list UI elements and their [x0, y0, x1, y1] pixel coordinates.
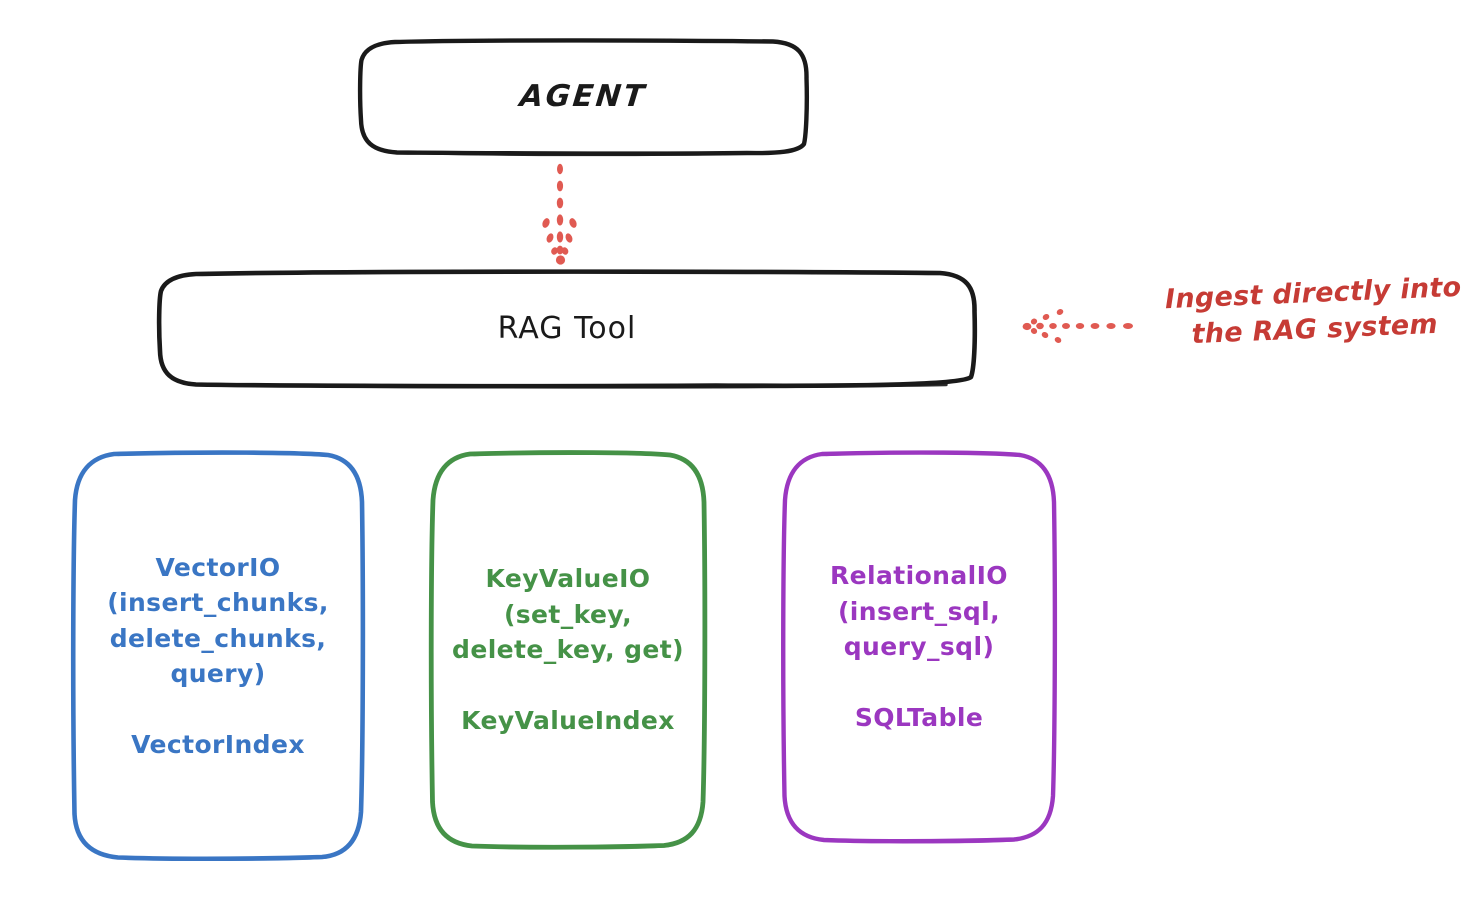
- connector-agent-to-rag-tool-arrow: [542, 163, 577, 265]
- node-vector-io[interactable]: VectorIO (insert_chunks, delete_chunks, …: [70, 450, 366, 862]
- vector-io-node-inner: VectorIO (insert_chunks, delete_chunks, …: [101, 550, 335, 763]
- relational-io-label: RelationalIO (insert_sql, query_sql) SQL…: [830, 561, 1008, 733]
- node-rag-tool[interactable]: RAG Tool: [156, 269, 978, 389]
- key-value-io-node-inner: KeyValueIO (set_key, delete_key, get) Ke…: [446, 561, 690, 739]
- agent-node-inner: AGENT: [514, 77, 652, 117]
- node-relational-io[interactable]: RelationalIO (insert_sql, query_sql) SQL…: [780, 450, 1058, 844]
- relational-io-node-inner: RelationalIO (insert_sql, query_sql) SQL…: [824, 558, 1014, 736]
- node-key-value-io[interactable]: KeyValueIO (set_key, delete_key, get) Ke…: [428, 450, 708, 850]
- key-value-io-label: KeyValueIO (set_key, delete_key, get) Ke…: [452, 564, 684, 736]
- node-agent[interactable]: AGENT: [357, 38, 810, 157]
- vector-io-label: VectorIO (insert_chunks, delete_chunks, …: [107, 552, 329, 760]
- connector-ingest-to-rag-tool-arrow: [1022, 309, 1133, 343]
- agent-label: AGENT: [518, 79, 649, 115]
- rag-tool-node-inner: RAG Tool: [492, 309, 643, 349]
- rag-tool-label: RAG Tool: [497, 311, 637, 347]
- annotation-ingest: Ingest directly into the RAG system: [1164, 271, 1463, 351]
